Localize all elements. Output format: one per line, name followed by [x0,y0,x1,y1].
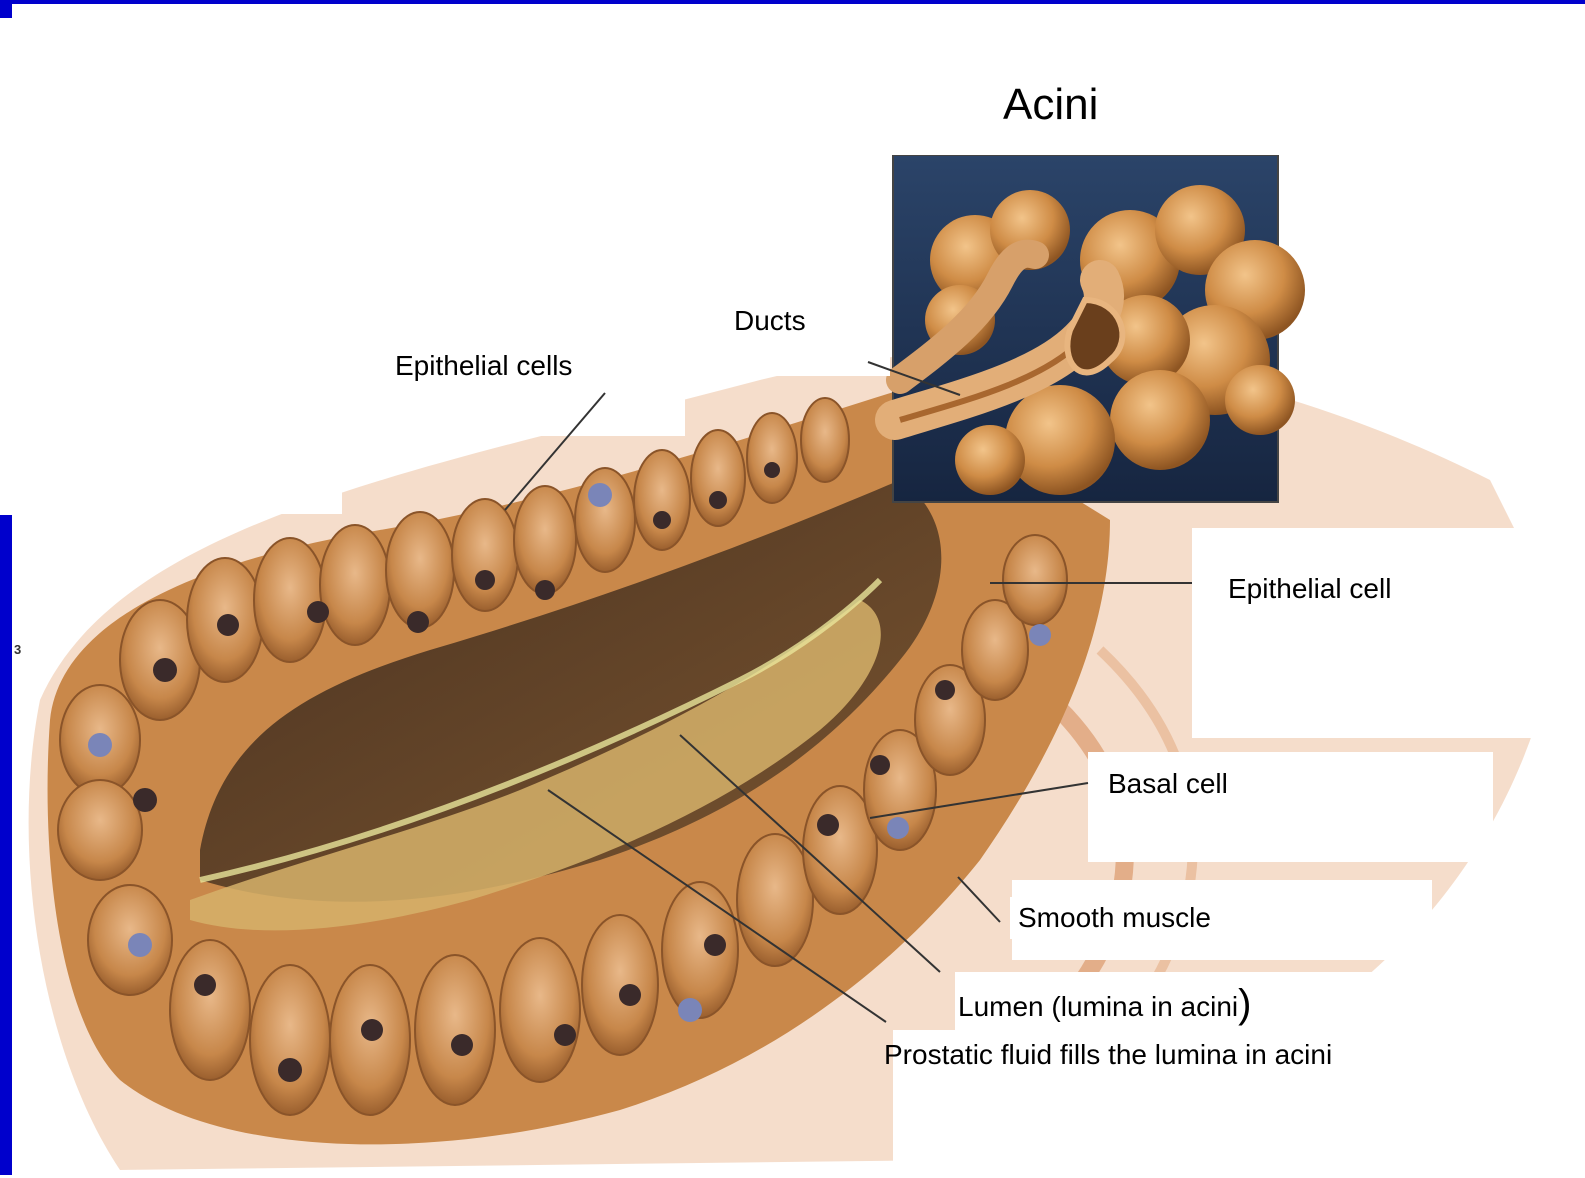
label-lumen-paren: ) [1238,982,1251,1026]
label-ducts: Ducts [726,300,814,342]
label-smooth-muscle: Smooth muscle [1010,897,1219,939]
title-acini: Acini [1003,80,1098,130]
label-lumen: Lumen (lumina in acini) [950,986,1259,1028]
label-basal-cell: Basal cell [1100,763,1236,805]
label-epithelial-cell: Epithelial cell [1220,568,1399,610]
label-epithelial-cells: Epithelial cells [387,345,580,387]
label-prostatic-fluid: Prostatic fluid fills the lumina in acin… [876,1034,1340,1076]
label-lumen-text: Lumen (lumina in acini [958,991,1238,1022]
acini-inset [893,155,1305,502]
